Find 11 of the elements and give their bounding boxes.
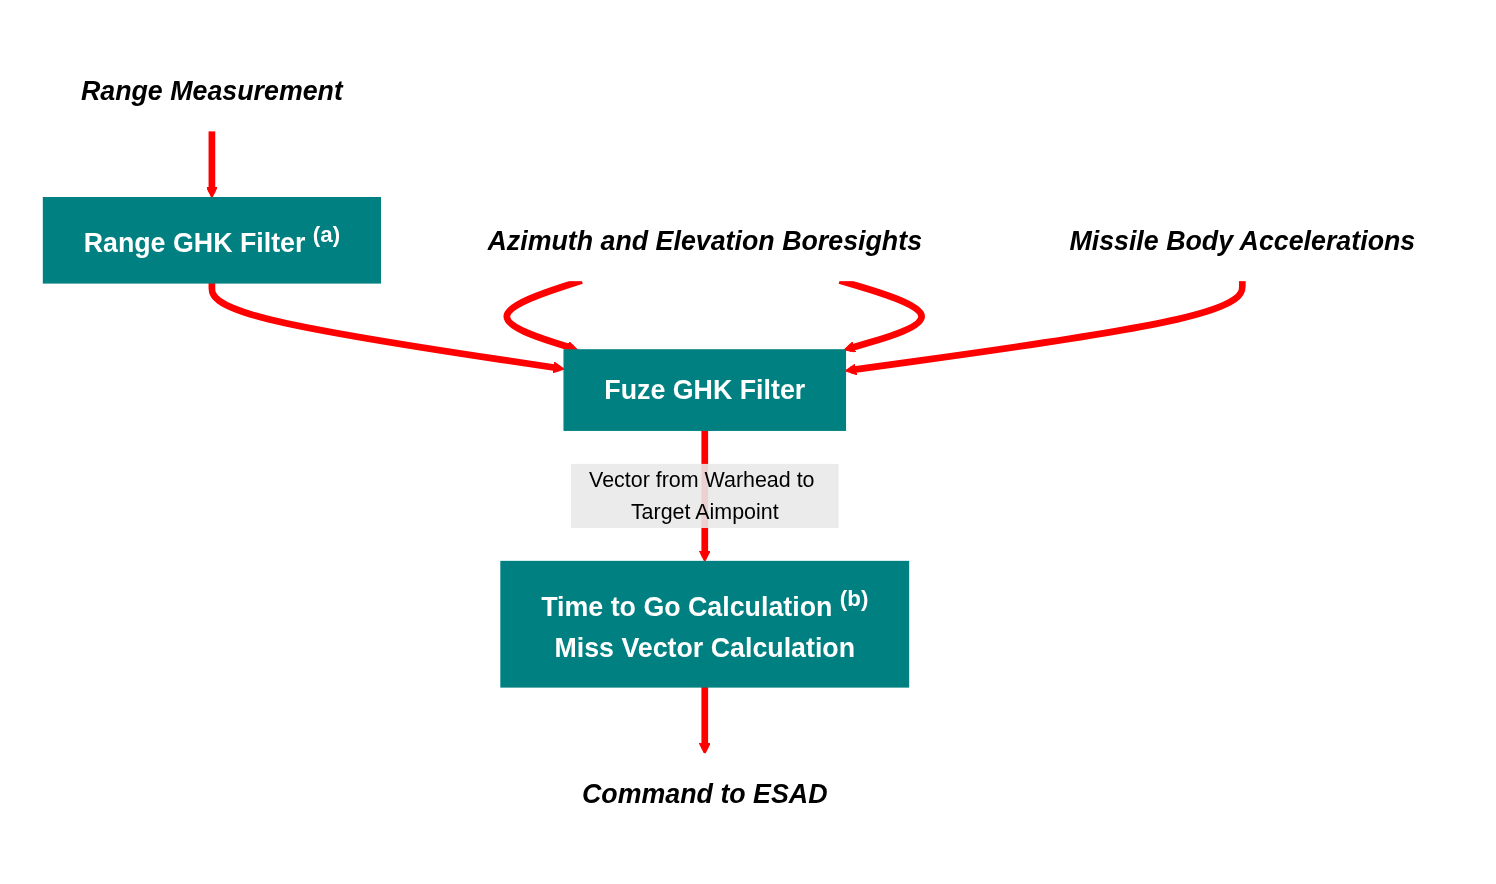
node-box: Range GHK Filter $^{(a)}$	[42, 196, 381, 284]
arrow	[208, 282, 565, 373]
node-text: Range Measurement	[80, 75, 343, 105]
edge-label: Vector from Warhead to Target Aimpoint	[588, 467, 815, 523]
node-box: Fuze GHK Filter	[563, 348, 846, 431]
node-box: Time to Go Calculation $^{(b)}$ Miss Vector Calculation	[500, 560, 910, 688]
node-text: Azimuth and Elevation Boresights	[487, 225, 922, 255]
arrow	[698, 686, 711, 755]
node-text: Command to ESAD	[581, 779, 828, 809]
arrow	[205, 130, 218, 198]
node-text: Missile Body Accelerations	[1069, 225, 1416, 255]
